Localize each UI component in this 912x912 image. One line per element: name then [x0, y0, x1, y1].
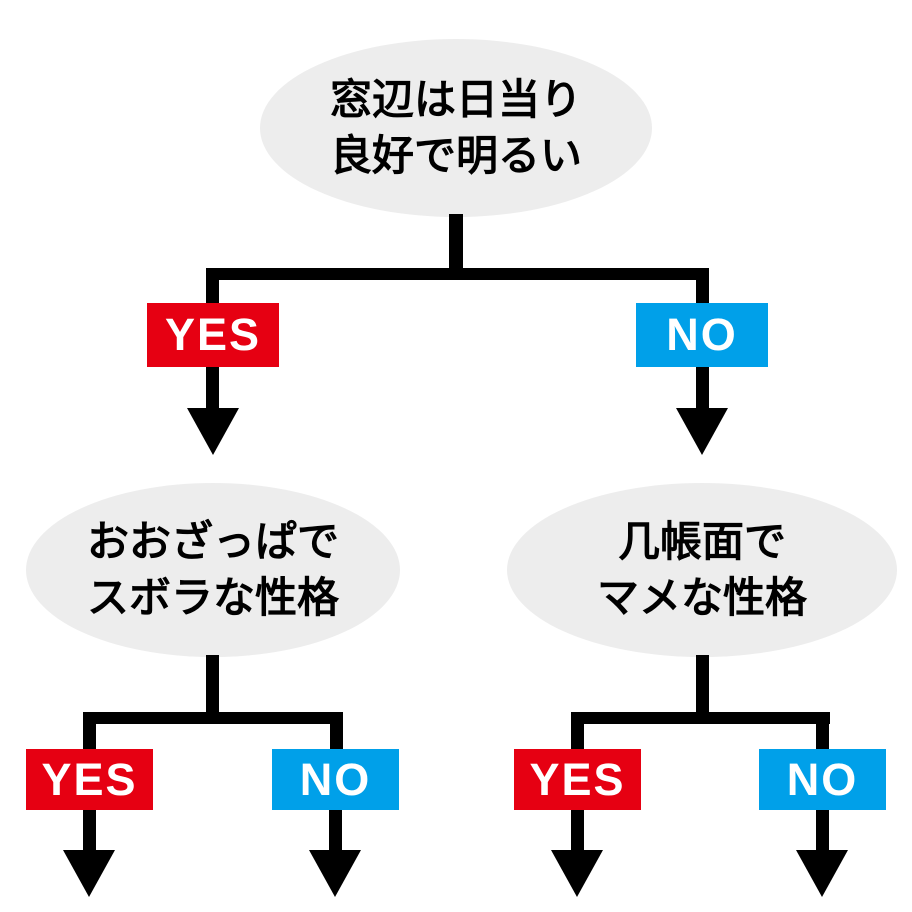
no-badge-level1: NO [636, 303, 768, 367]
node-left: おおざっぱで スボラな性格 [26, 483, 400, 657]
arrow-down-icon [187, 408, 239, 455]
arrow-down-icon [309, 850, 361, 897]
left-branch-left-drop [83, 712, 96, 752]
arrow-right-no-stem [816, 810, 829, 853]
arrow-right-yes-stem [571, 810, 584, 853]
node-root: 窓辺は日当り 良好で明るい [260, 39, 652, 217]
arrow-down-icon [551, 850, 603, 897]
yes-badge-left-subtree: YES [26, 749, 153, 810]
root-stem-connector [449, 214, 463, 270]
node-left-line2: スボラな性格 [86, 574, 339, 621]
yes-badge-level1: YES [147, 303, 279, 367]
node-root-line2: 良好で明るい [329, 132, 582, 179]
yes-badge-right-subtree: YES [514, 749, 641, 810]
arrow-down-icon [63, 850, 115, 897]
arrow-left-no-stem [329, 810, 342, 853]
node-root-line1: 窓辺は日当り [329, 76, 582, 124]
arrow-left-yes-stem [83, 810, 96, 853]
left-branch-right-drop [330, 712, 343, 752]
node-right-line1: 几帳面で [617, 518, 786, 566]
root-branch-right-drop [696, 268, 709, 306]
no-badge-right-subtree: NO [759, 749, 886, 810]
right-branch-right-drop [816, 712, 829, 752]
root-branch-bar [206, 268, 709, 280]
left-branch-bar [83, 712, 343, 724]
arrow-down-icon [676, 408, 728, 455]
right-stem-connector [696, 655, 709, 715]
node-left-line1: おおざっぱで [86, 518, 339, 566]
node-right: 几帳面で マメな性格 [507, 483, 897, 657]
node-right-line2: マメな性格 [596, 574, 807, 621]
right-branch-bar [571, 712, 830, 724]
root-branch-left-drop [206, 268, 219, 306]
arrow-level1-no-stem [696, 367, 709, 411]
right-branch-left-drop [571, 712, 584, 752]
no-badge-left-subtree: NO [272, 749, 399, 810]
arrow-down-icon [796, 850, 848, 897]
arrow-level1-yes-stem [206, 367, 219, 411]
left-stem-connector [206, 655, 219, 715]
